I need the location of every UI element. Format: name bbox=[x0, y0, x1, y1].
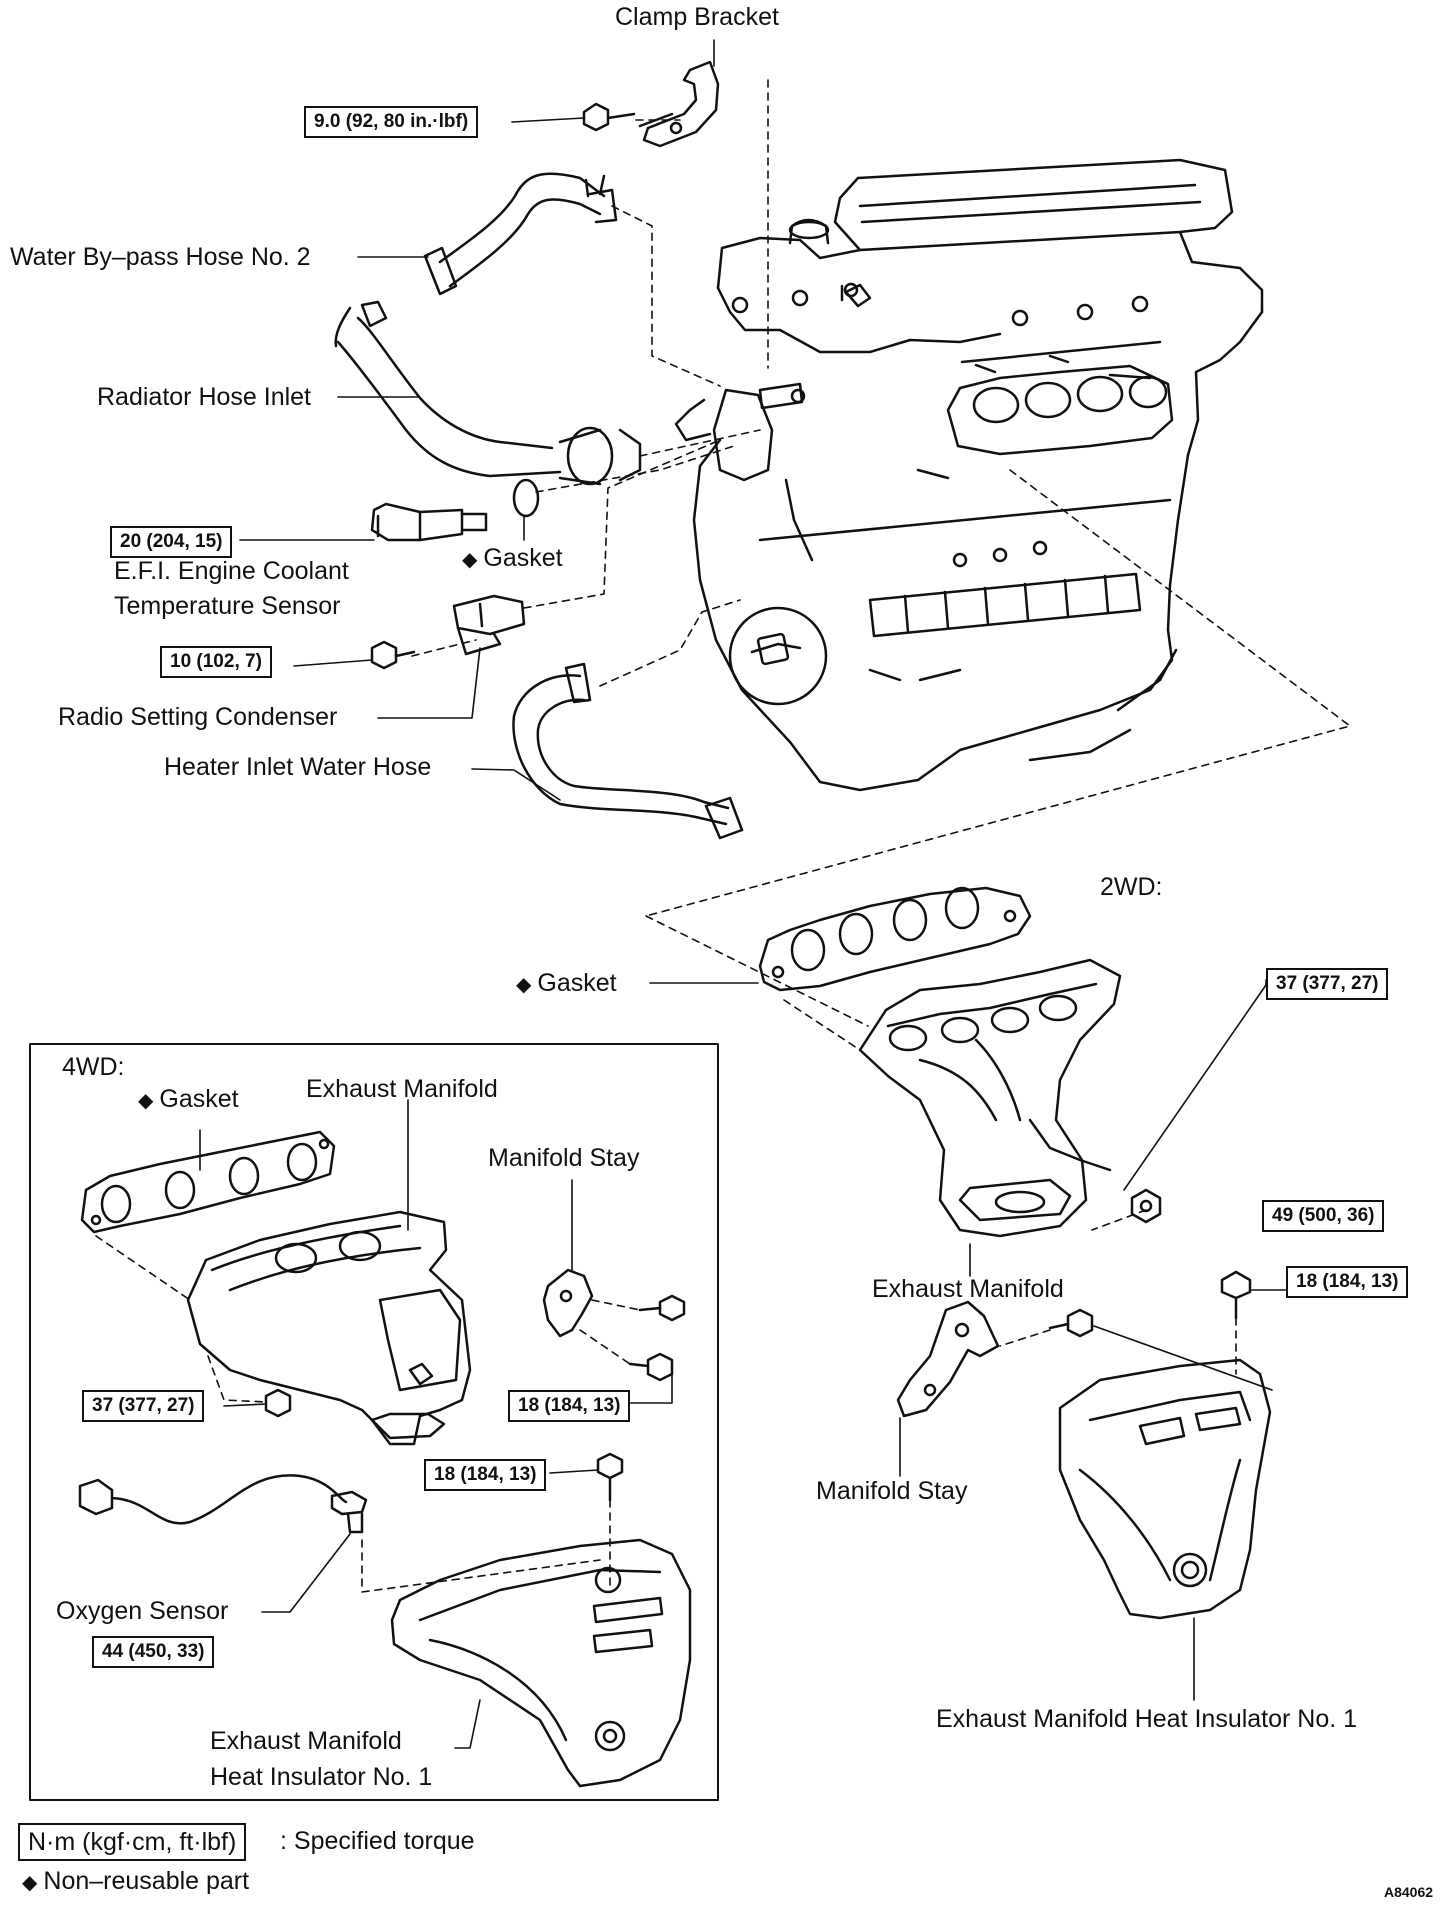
clamp-bracket bbox=[638, 60, 720, 148]
nonreusable-symbol: ◆ bbox=[462, 549, 478, 571]
label-gasket-text: Gasket bbox=[537, 969, 617, 997]
gasket-4wd bbox=[80, 1130, 336, 1234]
stay-bolts-4wd bbox=[628, 1294, 686, 1382]
label-radiator-hose-inlet: Radiator Hose Inlet bbox=[97, 383, 312, 411]
fourwd-frame bbox=[29, 1043, 719, 1801]
torque-oxygen-sensor: 44 (450, 33) bbox=[92, 1636, 215, 1668]
label-oxygen-sensor: Oxygen Sensor bbox=[56, 1597, 229, 1625]
clamp-bolt bbox=[582, 102, 636, 132]
nonreusable-symbol: ◆ bbox=[138, 1090, 154, 1112]
label-heat-insulator-2wd: Exhaust Manifold Heat Insulator No. 1 bbox=[936, 1705, 1358, 1733]
legend-torque-format: N·m (kgf·cm, ft·lbf) bbox=[18, 1823, 247, 1861]
gasket-2wd bbox=[758, 886, 1032, 992]
torque-insulator-bolt-4wd: 18 (184, 13) bbox=[424, 1459, 547, 1491]
label-2wd: 2WD: bbox=[1100, 873, 1163, 901]
label-gasket-text: Gasket bbox=[159, 1085, 239, 1113]
torque-condenser-bolt: 10 (102, 7) bbox=[160, 646, 272, 678]
stay-bolt-2wd bbox=[1048, 1308, 1094, 1338]
nonreusable-symbol: ◆ bbox=[22, 1872, 38, 1894]
label-clamp-bracket: Clamp Bracket bbox=[615, 3, 779, 31]
exhaust-manifold-2wd bbox=[858, 958, 1122, 1238]
oxygen-sensor bbox=[78, 1474, 368, 1534]
nut-4wd bbox=[264, 1388, 292, 1418]
radiator-hose-inlet bbox=[334, 300, 642, 486]
water-bypass-hose bbox=[423, 172, 618, 296]
label-radio-setting-condenser: Radio Setting Condenser bbox=[58, 703, 338, 731]
coolant-gasket bbox=[512, 478, 540, 518]
torque-insulator-bolt-2wd: 18 (184, 13) bbox=[1286, 1266, 1409, 1298]
torque-stay-bolt-2wd: 49 (500, 36) bbox=[1262, 1200, 1385, 1232]
torque-nut-2wd: 37 (377, 27) bbox=[1266, 968, 1389, 1000]
label-water-bypass-hose: Water By–pass Hose No. 2 bbox=[10, 243, 311, 271]
label-exhaust-manifold-4wd: Exhaust Manifold bbox=[306, 1075, 498, 1103]
condenser-bolt bbox=[370, 640, 416, 670]
label-gasket-text: Gasket bbox=[483, 544, 563, 572]
figure-code: A84062 bbox=[1384, 1884, 1434, 1900]
manifold-stay-4wd bbox=[542, 1268, 594, 1338]
label-4wd: 4WD: bbox=[62, 1053, 125, 1081]
engine-block bbox=[674, 158, 1264, 792]
heat-insulator-4wd bbox=[390, 1538, 692, 1788]
label-heater-inlet-water-hose: Heater Inlet Water Hose bbox=[164, 753, 432, 781]
nonreusable-symbol: ◆ bbox=[516, 974, 532, 996]
label-gasket-2wd: ◆Gasket bbox=[516, 968, 617, 1000]
heater-inlet-water-hose bbox=[512, 662, 744, 840]
label-manifold-stay-4wd: Manifold Stay bbox=[488, 1144, 640, 1172]
legend-nonreusable: ◆Non–reusable part bbox=[22, 1866, 249, 1898]
manifold-stay-2wd bbox=[896, 1300, 1000, 1418]
label-efi-sensor-line2: Temperature Sensor bbox=[114, 592, 341, 620]
heat-insulator-2wd bbox=[1058, 1358, 1272, 1620]
label-gasket-coolant: ◆Gasket bbox=[462, 543, 563, 575]
exhaust-manifold-4wd bbox=[186, 1210, 472, 1446]
legend-nonreusable-text: Non–reusable part bbox=[43, 1867, 250, 1895]
label-manifold-stay-2wd: Manifold Stay bbox=[816, 1477, 968, 1505]
torque-nut-4wd: 37 (377, 27) bbox=[82, 1390, 205, 1422]
label-heat-insulator-4wd-line1: Exhaust Manifold bbox=[210, 1727, 402, 1755]
torque-stay-bolts-4wd: 18 (184, 13) bbox=[508, 1390, 631, 1422]
label-efi-sensor-line1: E.F.I. Engine Coolant bbox=[114, 557, 349, 585]
efi-coolant-temp-sensor bbox=[370, 502, 488, 542]
insulator-bolt-2wd bbox=[1220, 1270, 1252, 1320]
label-heat-insulator-4wd-line2: Heat Insulator No. 1 bbox=[210, 1763, 433, 1791]
insulator-bolt-4wd bbox=[596, 1452, 624, 1502]
label-exhaust-manifold-2wd: Exhaust Manifold bbox=[872, 1275, 1064, 1303]
torque-efi-sensor: 20 (204, 15) bbox=[110, 526, 233, 558]
assembly-dashed-lines bbox=[95, 79, 1351, 1593]
label-gasket-4wd: ◆Gasket bbox=[138, 1084, 239, 1116]
radio-setting-condenser bbox=[452, 594, 526, 656]
nut-2wd bbox=[1130, 1188, 1162, 1224]
torque-clamp-bolt: 9.0 (92, 80 in.·lbf) bbox=[304, 106, 479, 138]
legend-torque-text: : Specified torque bbox=[280, 1827, 475, 1855]
